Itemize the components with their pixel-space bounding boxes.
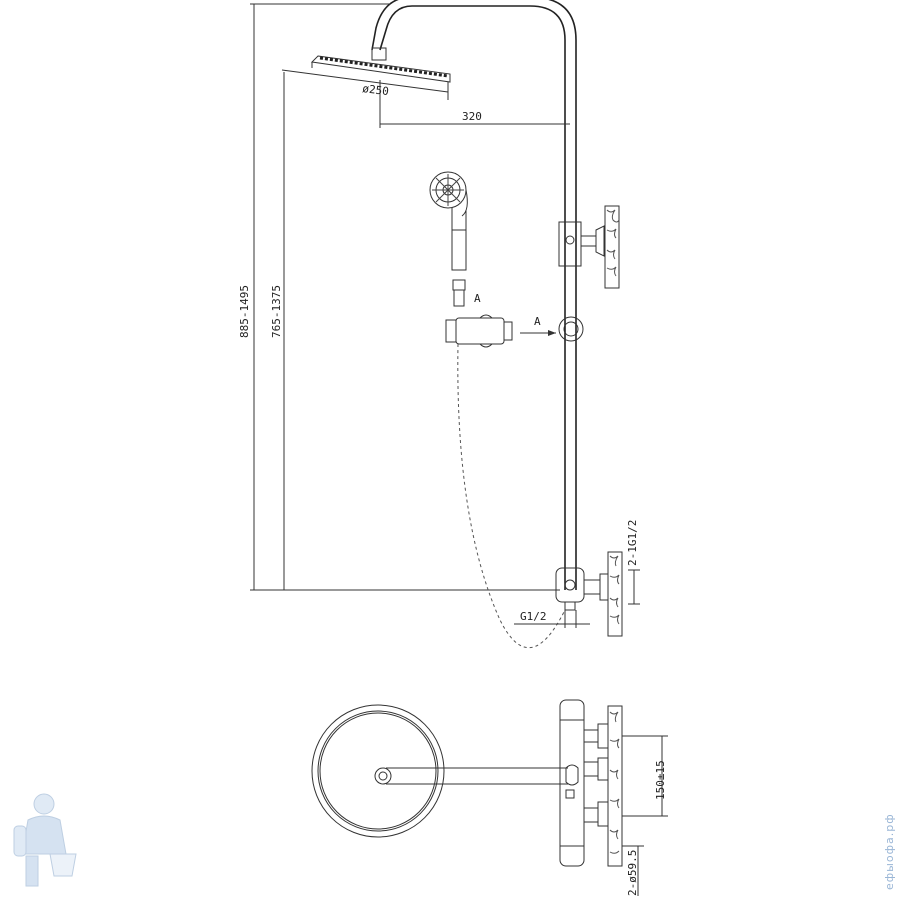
hand-shower-holder: [445, 314, 513, 348]
section-mark-left-label: A: [474, 292, 481, 305]
outlet-thread-dimension: G1/2: [514, 610, 590, 628]
inlet-thread-label: 2-1G1/2: [626, 520, 639, 566]
head-diameter-label: ø250: [362, 82, 390, 98]
head-height-label: 765-1375: [270, 285, 283, 338]
arm-reach-dimension: 320: [379, 80, 570, 128]
hand-shower: [429, 171, 468, 307]
inlet-spacing-label: 150±15: [654, 760, 667, 800]
diverter-valve: [555, 551, 623, 637]
total-height-dimension: 885-1495: [238, 3, 560, 591]
plumber-mascot-icon: [13, 793, 77, 887]
riser-pipe: [371, 0, 577, 590]
inlet-thread-dimension: 2-1G1/2: [626, 520, 640, 605]
head-diameter-dimension: ø250: [281, 69, 449, 100]
head-height-dimension: 765-1375: [270, 72, 285, 590]
outlet-thread-label: G1/2: [520, 610, 547, 623]
rain-shower-head: [310, 47, 451, 83]
upper-wall-bracket: [558, 205, 620, 289]
section-marker-left: A: [474, 292, 481, 305]
total-height-label: 885-1495: [238, 285, 251, 338]
top-view-shower-head: [311, 704, 568, 838]
watermark-text: ефыофа.рф: [883, 813, 896, 890]
rosette-dimension: 2-ø59.5: [622, 845, 644, 896]
rosette-label: 2-ø59.5: [626, 850, 639, 896]
arm-reach-label: 320: [462, 110, 482, 123]
side-view-mixer: [559, 699, 623, 867]
section-marker-right: A: [520, 315, 556, 336]
inlet-spacing-dimension: 150±15: [622, 735, 668, 817]
shower-hose: [457, 343, 566, 649]
riser-slider: [558, 316, 584, 342]
section-mark-right-label: A: [534, 315, 541, 328]
